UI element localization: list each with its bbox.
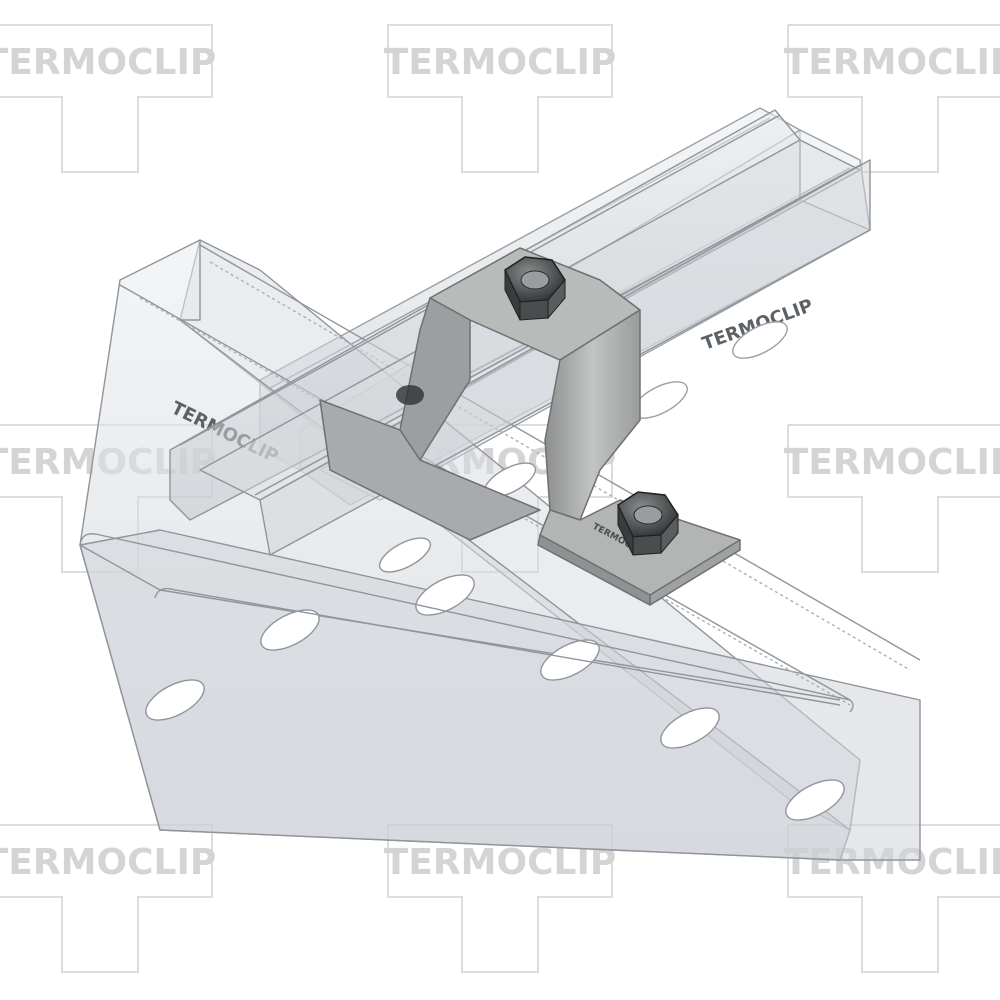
watermark-brand-text: TERMOCLIP	[0, 42, 216, 83]
watermark-brand-text: TERMOCLIP	[384, 42, 616, 83]
hex-nut-hidden	[396, 385, 424, 405]
hex-nut-bottom	[617, 491, 679, 556]
channel-rail-front-lip	[79, 533, 854, 713]
hex-nut-top	[504, 256, 566, 321]
watermark-t-shape	[387, 24, 613, 173]
watermark-t-shape	[787, 424, 1000, 573]
watermark-t-shape	[0, 24, 213, 173]
watermark-brand-text: TERMOCLIP	[0, 842, 216, 883]
watermark-brand-text: TERMOCLIP	[784, 442, 1000, 483]
watermark-t-shape	[0, 824, 213, 973]
watermark-brand-text: TERMOCLIP	[784, 42, 1000, 83]
